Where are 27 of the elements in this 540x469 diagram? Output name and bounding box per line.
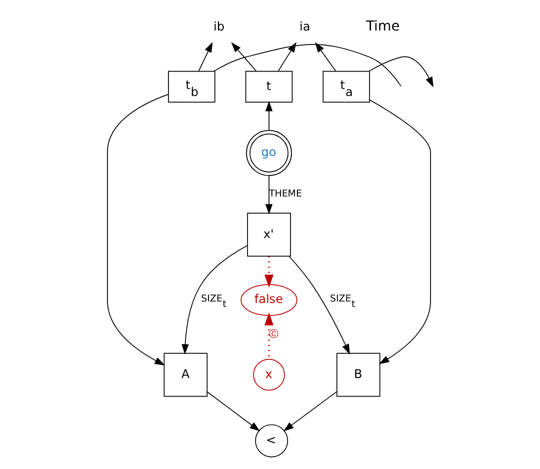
- arrow: [314, 42, 336, 72]
- arrow: [230, 42, 256, 72]
- edge-label: Ⓒ: [268, 328, 278, 340]
- arrow: [264, 100, 272, 131]
- arrow: [264, 256, 274, 288]
- arrow: [368, 99, 430, 364]
- arrow: [206, 391, 260, 432]
- connector: [213, 44, 401, 87]
- arrow: [198, 42, 212, 72]
- arrow: [106, 94, 168, 366]
- node-circle: x: [252, 358, 284, 391]
- node-circle: go: [246, 130, 292, 176]
- arrow: [264, 175, 272, 214]
- node-box: A: [163, 352, 208, 397]
- arrow: [181, 245, 248, 354]
- node-box: B: [336, 352, 380, 397]
- arrow: [282, 391, 337, 432]
- arrow: [288, 256, 350, 354]
- node-box: x': [246, 212, 290, 257]
- label: Time: [366, 18, 400, 35]
- node-box: t: [244, 70, 292, 103]
- arrow: [368, 56, 433, 88]
- arrow: [277, 42, 296, 72]
- node-ellipse: false: [240, 284, 297, 316]
- node-circle: <: [254, 424, 288, 458]
- node-text: ia: [299, 20, 310, 34]
- node-text: ib: [213, 20, 224, 34]
